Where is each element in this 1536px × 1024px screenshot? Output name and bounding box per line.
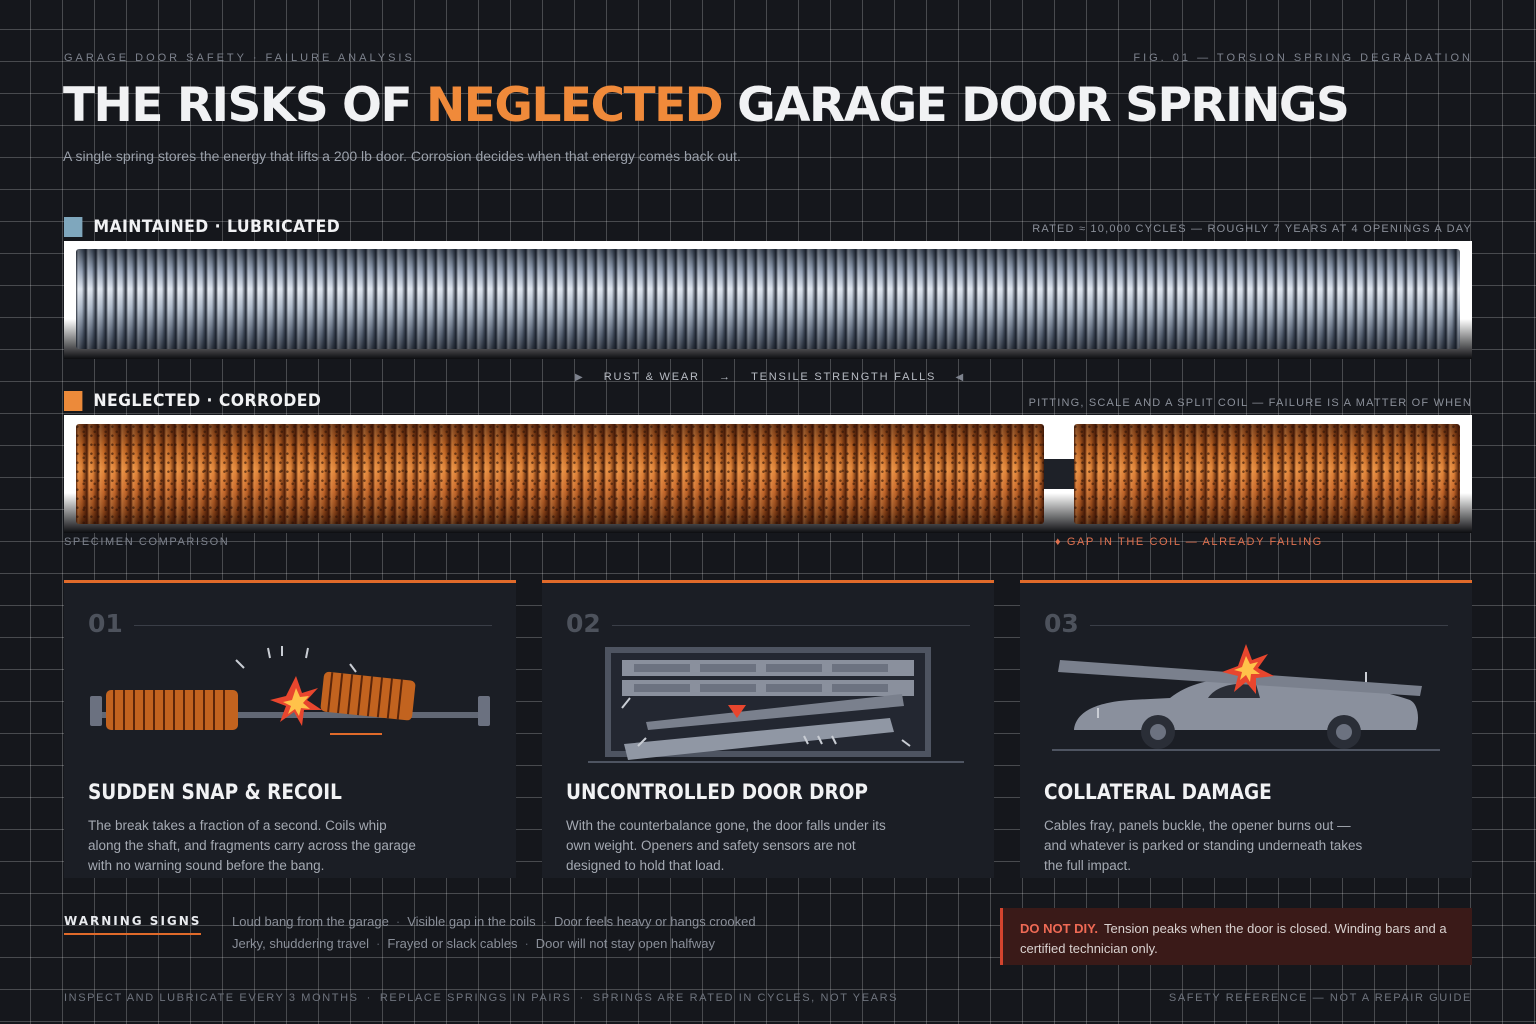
footer-item: INSPECT AND LUBRICATE EVERY 3 MONTHS bbox=[64, 992, 359, 1004]
warning-sign: Frayed or slack cables bbox=[387, 936, 518, 951]
warning-signs-row-1: Loud bang from the garage · Visible gap in… bbox=[232, 914, 756, 929]
divider bbox=[1090, 625, 1448, 626]
title-accent: NEGLECTED bbox=[425, 78, 724, 133]
separator: · bbox=[542, 914, 547, 929]
separator: · bbox=[579, 992, 585, 1004]
corroded-spring-left bbox=[76, 424, 1044, 524]
title-post: GARAGE DOOR SPRINGS bbox=[722, 78, 1350, 133]
warning-sign: Door feels heavy or hangs crooked bbox=[553, 914, 756, 929]
maintained-swatch bbox=[64, 217, 83, 237]
divider bbox=[612, 625, 970, 626]
gap-caption: ♦ GAP IN THE COIL — ALREADY FAILING bbox=[1055, 536, 1323, 548]
coil-gap bbox=[1044, 459, 1074, 489]
warning-signs-row-2: Jerky, shuddering travel · Frayed or slack… bbox=[232, 936, 715, 951]
page-subtitle: A single spring stores the energy that l… bbox=[63, 148, 741, 164]
gap-caption-text: GAP IN THE COIL — ALREADY FAILING bbox=[1066, 536, 1323, 548]
footer-tips: INSPECT AND LUBRICATE EVERY 3 MONTHS · REP… bbox=[64, 992, 898, 1004]
neglected-swatch bbox=[64, 391, 83, 411]
corroded-spring-right bbox=[1074, 424, 1460, 524]
kicker-left: GARAGE DOOR SAFETY · FAILURE ANALYSIS bbox=[64, 52, 415, 64]
do-not-diy-callout: DO NOT DIY.Tension peaks when the door i… bbox=[1000, 908, 1472, 965]
card-number: 01 bbox=[88, 609, 123, 638]
door-drop-illustration bbox=[588, 647, 964, 763]
right-coil-fragment bbox=[320, 671, 416, 721]
risk-card-snap: 01 SUDDEN SNAP & RECOIL The break takes … bbox=[64, 580, 516, 878]
triangle-left-icon: ◀ bbox=[955, 371, 965, 383]
warning-sign: Door will not stay open halfway bbox=[535, 936, 715, 951]
motion-lines bbox=[235, 646, 357, 673]
card-body: Cables fray, panels buckle, the opener b… bbox=[1044, 818, 1363, 873]
warning-arrow-icon bbox=[728, 705, 746, 718]
footer-item: SPRINGS ARE RATED IN CYCLES, NOT YEARS bbox=[592, 992, 899, 1004]
diy-text: Tension peaks when the door is closed. W… bbox=[1020, 921, 1447, 956]
page-title: THE RISKS OF NEGLECTED GARAGE DOOR SPRIN… bbox=[63, 78, 1350, 133]
warning-signs-label: WARNING SIGNS bbox=[64, 914, 202, 935]
separator: · bbox=[366, 992, 372, 1004]
left-coil-fragment bbox=[106, 690, 238, 730]
maintained-spring-panel bbox=[64, 241, 1472, 359]
arrow-right-icon: → bbox=[719, 371, 732, 383]
card-body: With the counterbalance gone, the door f… bbox=[566, 818, 886, 873]
footer-disclaimer: SAFETY REFERENCE — NOT A REPAIR GUIDE bbox=[1168, 992, 1472, 1004]
transition-right: TENSILE STRENGTH FALLS bbox=[751, 371, 937, 383]
card-number: 03 bbox=[1044, 609, 1079, 638]
warning-sign: Jerky, shuddering travel bbox=[232, 936, 370, 951]
car-damage-illustration bbox=[1052, 644, 1440, 751]
diy-bold: DO NOT DIY. bbox=[1020, 921, 1099, 936]
footer-item: REPLACE SPRINGS IN PAIRS bbox=[379, 992, 572, 1004]
title-pre: THE RISKS OF bbox=[63, 78, 426, 133]
warning-sign: Loud bang from the garage bbox=[232, 914, 389, 929]
card-number: 02 bbox=[566, 609, 601, 638]
risk-card-door-drop: 02 UNCONTROLLED DOOR DROP With the count… bbox=[542, 580, 994, 878]
transition-left: RUST & WEAR bbox=[603, 371, 700, 383]
maintained-label: MAINTAINED · LUBRICATED bbox=[64, 217, 340, 237]
separator: · bbox=[524, 936, 529, 951]
card-title: UNCONTROLLED DOOR DROP bbox=[566, 780, 868, 804]
neglected-label-text: NEGLECTED · CORRODED bbox=[93, 391, 322, 411]
card-body: The break takes a fraction of a second. … bbox=[88, 818, 416, 873]
maintained-spring bbox=[76, 249, 1460, 349]
card-title: COLLATERAL DAMAGE bbox=[1044, 780, 1272, 804]
risk-card-collateral: 03 COLLATERAL DAMAGE Cables fray, panels… bbox=[1020, 580, 1472, 878]
separator: · bbox=[395, 914, 401, 929]
neglected-note: PITTING, SCALE AND A SPLIT COIL — FAILUR… bbox=[1028, 397, 1472, 409]
marker-icon: ♦ bbox=[1055, 536, 1063, 548]
kicker-right: FIG. 01 — TORSION SPRING DEGRADATION bbox=[1133, 52, 1473, 64]
maintained-label-text: MAINTAINED · LUBRICATED bbox=[93, 217, 341, 237]
triangle-right-icon: ▶ bbox=[575, 371, 585, 383]
card-title: SUDDEN SNAP & RECOIL bbox=[88, 780, 342, 804]
neglected-spring-panel bbox=[64, 415, 1472, 533]
maintained-note: RATED ≈ 10,000 CYCLES — ROUGHLY 7 YEARS … bbox=[1032, 223, 1472, 235]
separator: · bbox=[376, 936, 381, 951]
divider bbox=[134, 625, 492, 626]
specimen-caption: SPECIMEN COMPARISON bbox=[64, 536, 230, 548]
snap-illustration bbox=[90, 646, 490, 735]
warning-sign: Visible gap in the coils bbox=[407, 914, 536, 929]
transition-arrow: ▶ RUST & WEAR → TENSILE STRENGTH FALLS ◀ bbox=[575, 371, 965, 383]
neglected-label: NEGLECTED · CORRODED bbox=[64, 391, 321, 411]
